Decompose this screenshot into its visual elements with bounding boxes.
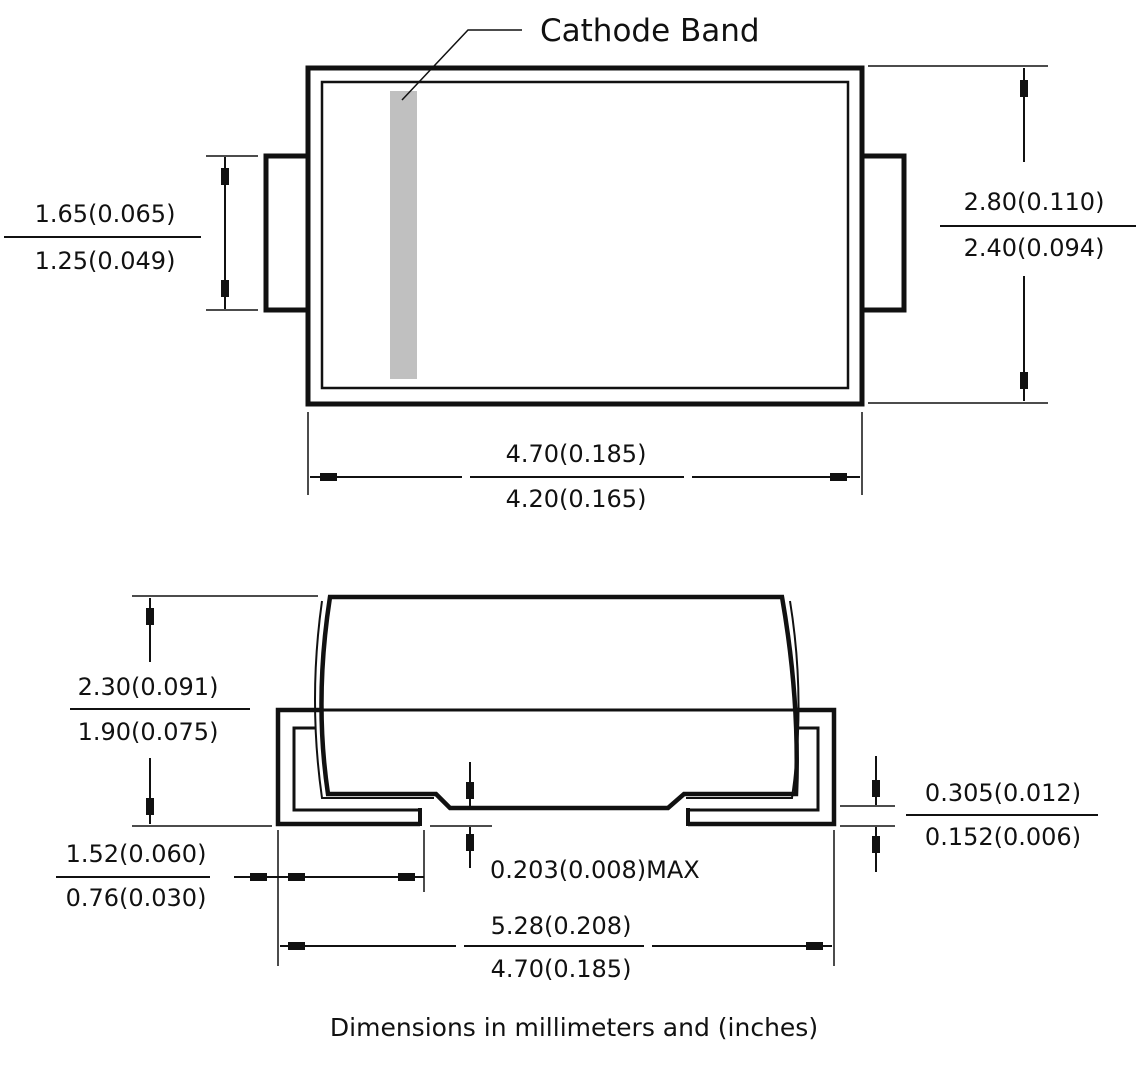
foot-length-max-label: 1.52(0.060): [66, 840, 207, 868]
units-caption: Dimensions in millimeters and (inches): [330, 1013, 818, 1042]
length-dimension: 4.70(0.185) 4.20(0.165): [307, 412, 863, 513]
body-height-max-label: 2.30(0.091): [78, 673, 219, 701]
arrow-mark: [872, 836, 880, 853]
arrow-mark: [146, 798, 154, 815]
package-body-inner: [320, 80, 850, 390]
arrow-mark: [288, 942, 305, 950]
height-max-label: 2.80(0.110): [964, 188, 1105, 216]
body-height-min-label: 1.90(0.075): [78, 718, 219, 746]
arrow-mark: [806, 942, 823, 950]
body-outline-inner: [314, 600, 434, 799]
arrow-mark: [398, 873, 415, 881]
side-view: 2.30(0.091) 1.90(0.075) 0.305(0.012) 0.1…: [56, 594, 1098, 983]
arrow-mark: [466, 834, 474, 851]
overall-length-max-label: 5.28(0.208): [491, 912, 632, 940]
body-outline-outer: [319, 594, 799, 811]
lead-thickness-dimension: 0.305(0.012) 0.152(0.006): [840, 756, 1098, 872]
foot-length-min-label: 0.76(0.030): [66, 884, 207, 912]
right-lead: [862, 153, 907, 313]
right-lead-outer: [688, 707, 837, 827]
height-min-label: 2.40(0.094): [964, 234, 1105, 262]
arrow-mark: [872, 780, 880, 797]
overall-length-dimension: 5.28(0.208) 4.70(0.185): [277, 830, 835, 983]
arrow-mark: [250, 873, 267, 881]
height-dimension: 2.80(0.110) 2.40(0.094): [868, 65, 1136, 404]
arrow-mark: [466, 782, 474, 799]
top-view: Cathode Band 2.80(0.110) 2.40(0.094) 1.6…: [4, 13, 1136, 513]
arrow-mark: [221, 280, 229, 297]
arrow-mark: [830, 473, 847, 481]
left-lead-outer: [275, 707, 420, 827]
length-max-label: 4.70(0.185): [506, 440, 647, 468]
cathode-band-label: Cathode Band: [540, 13, 760, 49]
arrow-mark: [320, 473, 337, 481]
arrow-mark: [221, 168, 229, 185]
arrow-mark: [288, 873, 305, 881]
length-min-label: 4.20(0.165): [506, 485, 647, 513]
left-lead-inner: [292, 726, 420, 812]
lead-thickness-min-label: 0.152(0.006): [925, 823, 1081, 851]
lead-width-dimension: 1.65(0.065) 1.25(0.049): [4, 155, 258, 311]
standoff-label: 0.203(0.008)MAX: [490, 856, 700, 884]
body-outline-inner-right: [686, 600, 800, 799]
overall-length-min-label: 4.70(0.185): [491, 955, 632, 983]
package-body-outer: [305, 65, 865, 407]
right-lead-inner: [688, 726, 820, 812]
lead-thickness-max-label: 0.305(0.012): [925, 779, 1081, 807]
body-height-dimension: 2.30(0.091) 1.90(0.075): [70, 595, 318, 827]
foot-length-dimension: 1.52(0.060) 0.76(0.030): [56, 830, 425, 912]
standoff-dimension: 0.203(0.008)MAX: [430, 762, 700, 884]
cathode-leader-line: [401, 29, 522, 101]
arrow-mark: [1020, 372, 1028, 389]
cathode-band: [390, 91, 417, 379]
left-lead: [263, 153, 308, 313]
lead-width-max-label: 1.65(0.065): [35, 200, 176, 228]
lead-width-min-label: 1.25(0.049): [35, 247, 176, 275]
arrow-mark: [1020, 80, 1028, 97]
arrow-mark: [146, 608, 154, 625]
